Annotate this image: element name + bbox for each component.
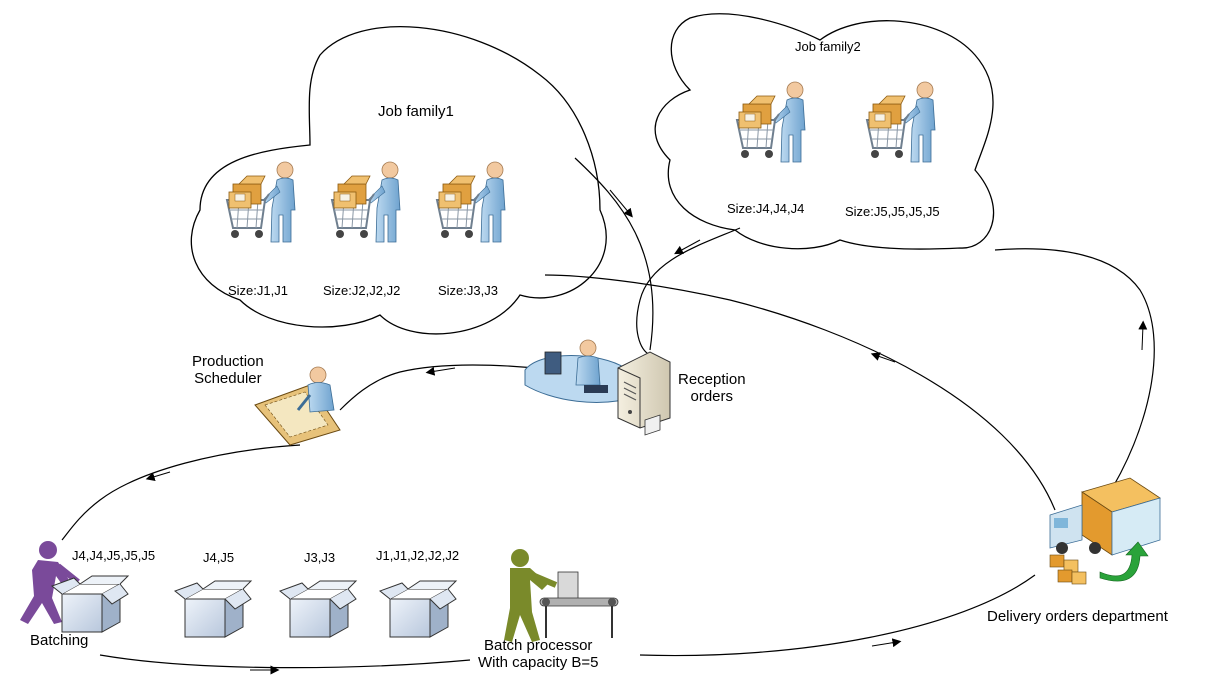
job-family2-title: Job family2	[795, 39, 861, 54]
arrow-delivery-to-family1	[870, 352, 896, 363]
production-scheduler-desk-icon	[254, 366, 341, 446]
arrow-family2-to-reception	[674, 239, 701, 255]
family1-size-j3: Size:J3,J3	[438, 283, 498, 298]
family1-size-j1: Size:J1,J1	[228, 283, 288, 298]
arrow-processor-to-delivery	[871, 638, 902, 648]
shopper-j5-icon	[866, 81, 936, 163]
shopper-j3-icon	[436, 161, 506, 243]
job-family1-title: Job family1	[378, 103, 454, 120]
flow-family1-to-reception	[574, 157, 654, 351]
batch-processor-conveyor-icon	[504, 549, 619, 642]
flow-processor-to-delivery	[639, 574, 1036, 657]
flow-scheduler-to-batching	[61, 444, 301, 541]
job-family1-cloud	[190, 26, 607, 335]
flow-batching-to-processor	[99, 654, 471, 669]
family2-size-j4: Size:J4,J4,J4	[727, 201, 805, 216]
shopper-j1-icon	[226, 161, 296, 243]
shopper-j2-icon	[331, 161, 401, 243]
family1-size-j2: Size:J2,J2,J2	[323, 283, 401, 298]
batching-label: Batching	[30, 632, 89, 649]
reception-orders-label: Reception orders	[678, 371, 746, 405]
delivery-truck-icon	[1049, 477, 1161, 585]
delivery-orders-label: Delivery orders department	[987, 608, 1168, 625]
batching-worker-icon	[20, 541, 80, 624]
batch-box-4-icon	[379, 580, 457, 638]
job-family2-cloud	[654, 13, 995, 250]
batch-2-jobs: J4,J5	[203, 550, 235, 565]
flow-family2-to-reception	[636, 227, 741, 356]
batch-3-jobs: J3,J3	[304, 550, 336, 565]
batch-4-jobs: J1,J1,J2,J2,J2	[376, 548, 460, 563]
flow-delivery-to-family2	[994, 248, 1155, 501]
batch-box-2-icon	[174, 580, 252, 638]
batch-1-jobs: J4,J4,J5,J5,J5	[72, 548, 156, 563]
arrow-reception-to-scheduler	[425, 366, 456, 376]
batch-box-3-icon	[279, 580, 357, 638]
family2-size-j5: Size:J5,J5,J5,J5	[845, 204, 940, 219]
batch-processor-label: Batch processor With capacity B=5	[478, 637, 599, 671]
flow-delivery-to-family1	[544, 274, 1056, 511]
arrow-scheduler-to-batching	[145, 471, 171, 482]
production-scheduler-label: Production Scheduler	[192, 353, 264, 387]
reception-desk-server-icon	[524, 339, 671, 436]
arrow-family1-to-reception	[609, 189, 633, 218]
shopper-j4-icon	[736, 81, 806, 163]
arrow-delivery-to-family2	[1138, 320, 1148, 351]
batch-box-1-icon	[51, 575, 129, 633]
